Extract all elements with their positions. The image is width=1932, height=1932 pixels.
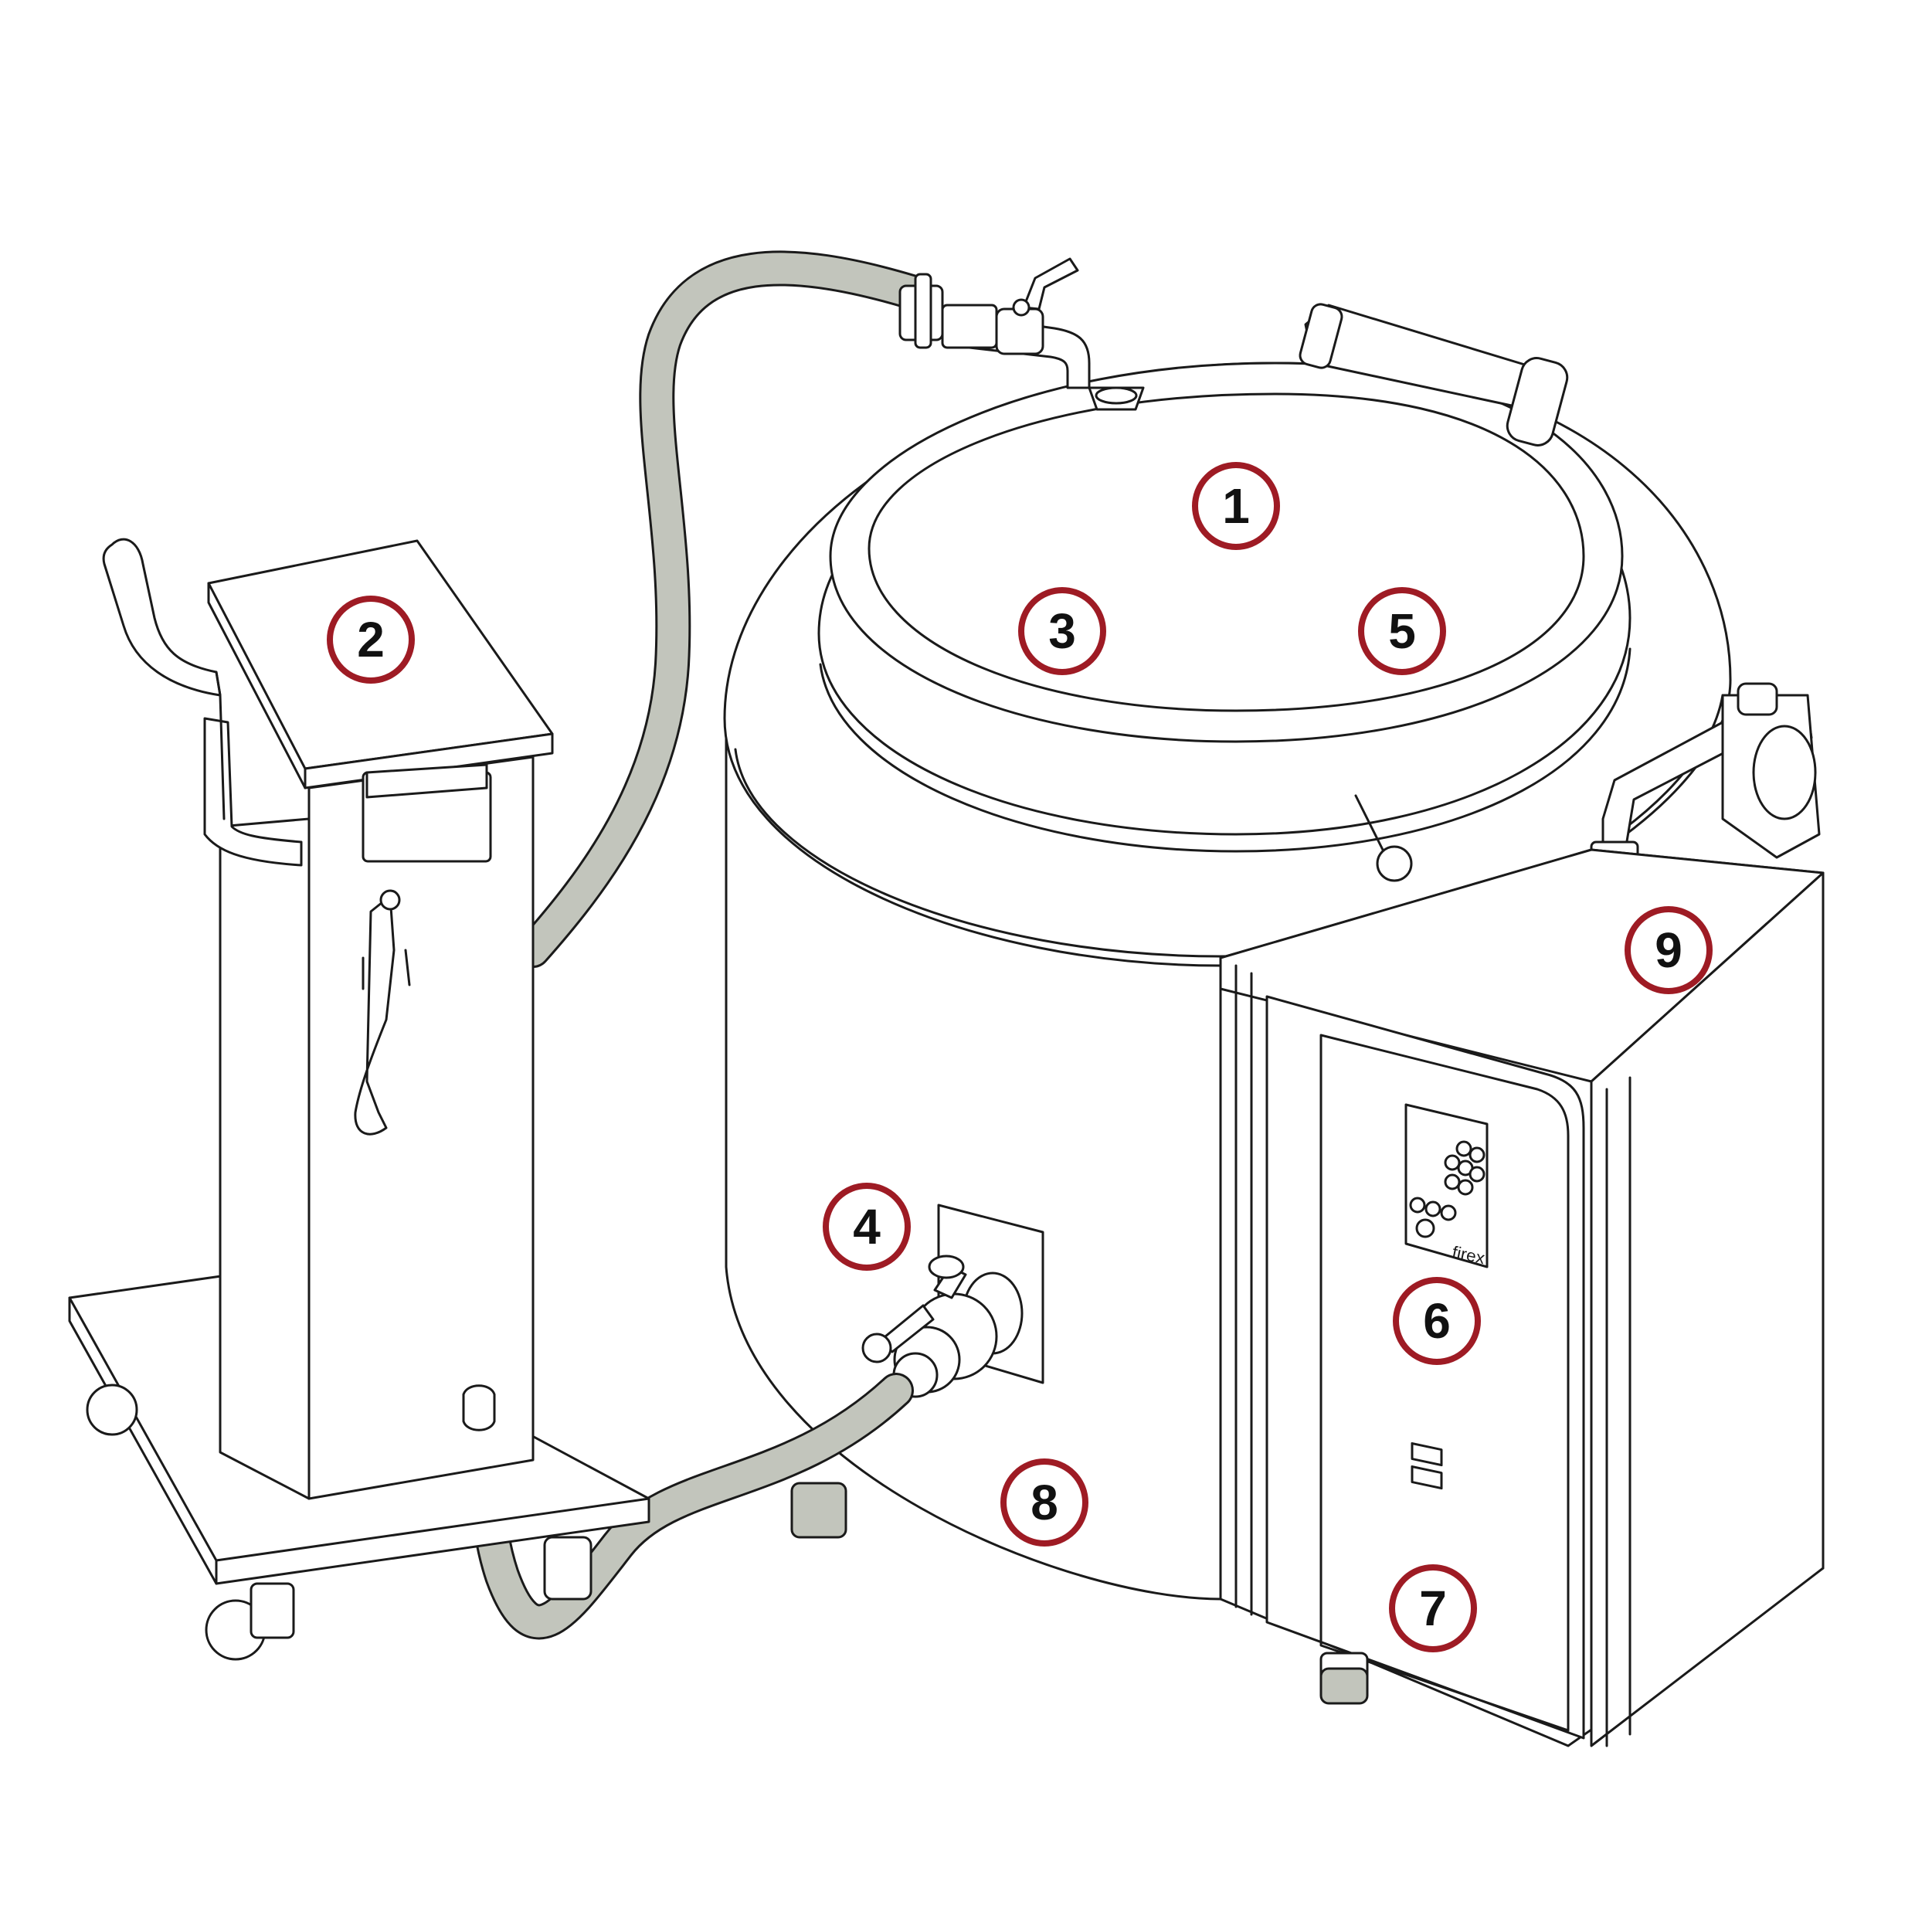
callout-6: 6 bbox=[1393, 1277, 1481, 1365]
right-pipe bbox=[1590, 682, 1821, 874]
callout-9: 9 bbox=[1625, 906, 1713, 994]
callout-5-label: 5 bbox=[1388, 603, 1416, 659]
foot bbox=[790, 1482, 847, 1539]
panel-button[interactable] bbox=[1469, 1146, 1486, 1163]
panel-button[interactable] bbox=[1424, 1200, 1441, 1217]
panel-button[interactable] bbox=[1444, 1173, 1461, 1190]
control-cabinet bbox=[1219, 848, 1825, 1747]
panel-button[interactable] bbox=[1415, 1218, 1435, 1238]
outlet-valve bbox=[861, 1204, 1044, 1398]
callout-7-label: 7 bbox=[1419, 1581, 1447, 1636]
callout-5: 5 bbox=[1358, 587, 1446, 675]
top-hose bbox=[515, 250, 929, 968]
callout-8-label: 8 bbox=[1031, 1475, 1058, 1530]
drain-cart bbox=[68, 538, 650, 1661]
panel-button[interactable] bbox=[1440, 1204, 1457, 1221]
top-valve bbox=[898, 257, 1091, 389]
callout-2: 2 bbox=[327, 596, 415, 684]
panel-button[interactable] bbox=[1457, 1179, 1474, 1196]
panel-button[interactable] bbox=[1455, 1140, 1472, 1157]
foot bbox=[1319, 1667, 1369, 1705]
display-screen bbox=[1411, 1465, 1443, 1490]
panel-button[interactable] bbox=[1444, 1154, 1461, 1171]
kettle-feet bbox=[790, 1482, 1369, 1705]
cart-wheel bbox=[86, 1384, 138, 1436]
callout-3-label: 3 bbox=[1048, 603, 1076, 659]
top-hose-fill bbox=[518, 253, 927, 966]
callout-4-label: 4 bbox=[853, 1199, 881, 1255]
callout-2-label: 2 bbox=[357, 612, 385, 667]
callout-7: 7 bbox=[1389, 1564, 1477, 1652]
callout-4: 4 bbox=[823, 1183, 911, 1271]
callout-1-label: 1 bbox=[1222, 478, 1250, 534]
panel-button[interactable] bbox=[1469, 1166, 1486, 1183]
callout-9-label: 9 bbox=[1655, 922, 1682, 978]
control-panel: firex bbox=[1404, 1103, 1489, 1490]
callout-6-label: 6 bbox=[1423, 1293, 1451, 1349]
panel-button[interactable] bbox=[1409, 1197, 1426, 1214]
display-screen bbox=[1411, 1442, 1443, 1467]
callout-3: 3 bbox=[1018, 587, 1106, 675]
callout-1: 1 bbox=[1192, 462, 1280, 550]
callout-8: 8 bbox=[1000, 1458, 1088, 1547]
